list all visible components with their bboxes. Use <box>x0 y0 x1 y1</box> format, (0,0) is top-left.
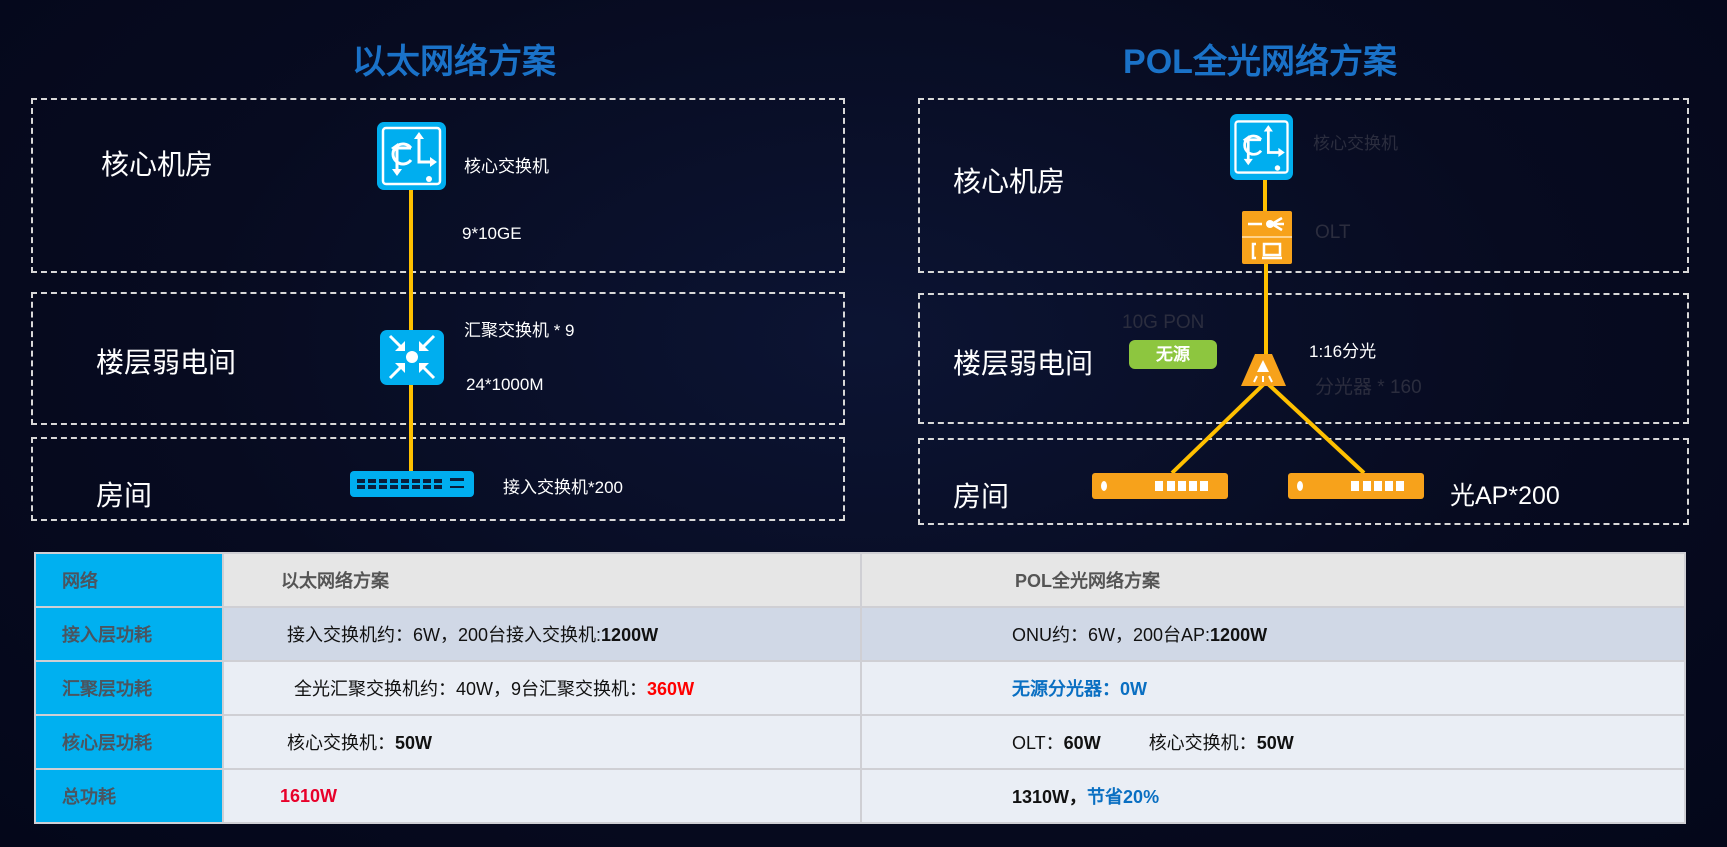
row-label: 核心层功耗 <box>34 714 224 770</box>
split-ratio-label: 1:16分光 <box>1309 342 1377 361</box>
cell-text: 全光汇聚交换机约：40W，9台汇聚交换机： <box>294 679 648 699</box>
pol-zone-core: 核心机房 <box>953 166 1066 197</box>
cell-value: 1310W， <box>1012 787 1088 807</box>
cell-text: 核心交换机： <box>287 733 395 753</box>
pol-olt-splitter-line <box>1264 263 1268 356</box>
optical-ap-icon <box>1092 473 1228 499</box>
eth-zone-floor: 楼层弱电间 <box>96 347 237 378</box>
eth-cell: 核心交换机：50W <box>222 714 862 770</box>
cell-text: 核心交换机： <box>1148 733 1257 753</box>
row-label: 接入层功耗 <box>34 606 224 662</box>
pon-label: 10G PON <box>1122 312 1205 333</box>
splitter-icon <box>1241 354 1286 386</box>
cell-text: OLT： <box>1012 733 1064 753</box>
row-label: 总功耗 <box>34 768 224 824</box>
pol-zone-floor: 楼层弱电间 <box>953 348 1094 379</box>
cell-value: 无源分光器：0W <box>1012 679 1147 699</box>
optical-ap-label: 光AP*200 <box>1450 482 1560 510</box>
pol-cell: 1310W，节省20% <box>860 768 1686 824</box>
eth-access-switch-label: 接入交换机*200 <box>503 478 623 497</box>
optical-ap-icon <box>1288 473 1424 499</box>
saving-value: 节省20% <box>1087 787 1160 807</box>
pol-core-switch-icon <box>1230 114 1293 180</box>
eth-cell: 1610W <box>222 768 862 824</box>
pol-cell: OLT：60W 核心交换机：50W <box>860 714 1686 770</box>
pol-core-olt-line <box>1263 178 1267 212</box>
table-header-row: 网络 以太网络方案 POL全光网络方案 <box>34 552 1686 608</box>
pol-core-zone-box <box>918 98 1689 273</box>
cell-value: 360W <box>647 679 695 699</box>
eth-core-switch-label: 核心交换机 <box>464 157 549 176</box>
eth-agg-link-label: 24*1000M <box>466 375 544 394</box>
pol-zone-room: 房间 <box>953 481 1010 512</box>
header-pol: POL全光网络方案 <box>860 552 1686 608</box>
eth-zone-room: 房间 <box>96 480 153 511</box>
cell-text: 接入交换机约：6W，200台接入交换机: <box>287 625 602 645</box>
pol-cell: ONU约：6W，200台AP:1200W <box>860 606 1686 662</box>
cell-value: 50W <box>395 733 433 753</box>
table-row: 汇聚层功耗 全光汇聚交换机约：40W，9台汇聚交换机：360W 无源分光器：0W <box>34 660 1686 716</box>
aggregation-switch-icon <box>380 330 444 385</box>
eth-core-link-label: 9*10GE <box>462 224 522 243</box>
pol-room-zone-box <box>918 438 1689 525</box>
eth-floor-zone-box <box>31 292 845 425</box>
cell-value: 60W <box>1063 733 1101 753</box>
ethernet-title: 以太网络方案 <box>352 43 556 81</box>
splitter-label: 分光器 * 160 <box>1315 377 1422 398</box>
pol-floor-zone-box <box>918 293 1689 424</box>
eth-cell: 接入交换机约：6W，200台接入交换机:1200W <box>222 606 862 662</box>
pol-cell: 无源分光器：0W <box>860 660 1686 716</box>
cell-value: 1610W <box>280 785 338 806</box>
pol-splitter-ap-lines <box>1170 380 1366 475</box>
header-ethernet: 以太网络方案 <box>222 552 862 608</box>
olt-icon <box>1242 211 1292 264</box>
olt-label: OLT <box>1315 222 1351 243</box>
cell-text: ONU约：6W，200台AP: <box>1012 625 1211 645</box>
access-switch-icon <box>350 471 474 497</box>
eth-agg-switch-label: 汇聚交换机 * 9 <box>464 321 575 340</box>
eth-room-zone-box <box>31 437 845 521</box>
row-label: 汇聚层功耗 <box>34 660 224 716</box>
eth-core-zone-box <box>31 98 845 273</box>
table-row: 总功耗 1610W 1310W，节省20% <box>34 768 1686 824</box>
cell-value: 50W <box>1256 733 1294 753</box>
passive-badge: 无源 <box>1129 340 1217 369</box>
header-network: 网络 <box>34 552 224 608</box>
core-switch-icon <box>377 122 446 190</box>
pol-core-switch-label: 核心交换机 <box>1313 134 1398 153</box>
cell-value: 1200W <box>1210 625 1268 645</box>
table-row: 接入层功耗 接入交换机约：6W，200台接入交换机:1200W ONU约：6W，… <box>34 606 1686 662</box>
pol-title: POL全光网络方案 <box>1123 43 1397 81</box>
cell-value: 1200W <box>601 625 659 645</box>
eth-cell: 全光汇聚交换机约：40W，9台汇聚交换机：360W <box>222 660 862 716</box>
eth-zone-core: 核心机房 <box>101 149 214 180</box>
power-comparison-table: 网络 以太网络方案 POL全光网络方案 接入层功耗 接入交换机约：6W，200台… <box>34 552 1686 824</box>
